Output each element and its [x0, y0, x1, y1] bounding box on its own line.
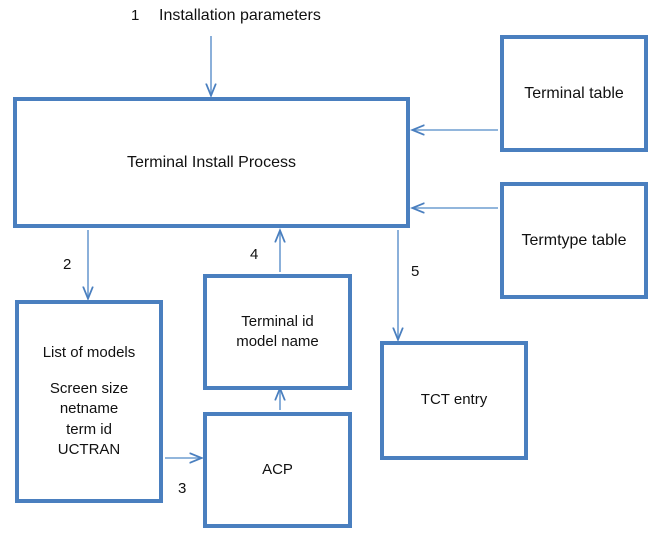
node-tct-entry-label: TCT entry [420, 391, 488, 409]
node-terminal-id-line-1: Terminal id [241, 312, 314, 330]
node-tct-entry[interactable]: TCT entry [380, 341, 528, 460]
node-terminal-table[interactable]: Terminal table [500, 35, 648, 152]
node-terminal-id-line-2: model name [236, 333, 319, 350]
step-number-4: 4 [250, 246, 259, 263]
step-number-2: 2 [63, 256, 72, 273]
node-termtype-table[interactable]: Termtype table [500, 182, 648, 299]
node-terminal-id[interactable]: Terminal id model name [203, 274, 352, 390]
step-number-1: 1 [131, 7, 140, 24]
caption-installation-parameters: Installation parameters [159, 7, 321, 24]
node-list-of-models[interactable]: List of models Screen size netname term … [15, 300, 163, 503]
step-number-5: 5 [411, 263, 420, 280]
step-number-3: 3 [178, 480, 187, 497]
node-terminal-install-process[interactable]: Terminal Install Process [13, 97, 410, 228]
node-terminal-table-label: Terminal table [524, 84, 624, 102]
node-list-of-models-line-2: netname [59, 400, 119, 418]
node-termtype-table-label: Termtype table [521, 231, 627, 249]
node-list-of-models-line-1: Screen size [49, 380, 129, 398]
node-terminal-install-process-label: Terminal Install Process [127, 153, 296, 171]
node-list-of-models-line-4: UCTRAN [57, 440, 121, 458]
node-list-of-models-title: List of models [42, 343, 136, 361]
node-list-of-models-line-3: term id [66, 420, 112, 438]
node-acp-label: ACP [262, 460, 293, 478]
node-acp[interactable]: ACP [203, 412, 352, 528]
